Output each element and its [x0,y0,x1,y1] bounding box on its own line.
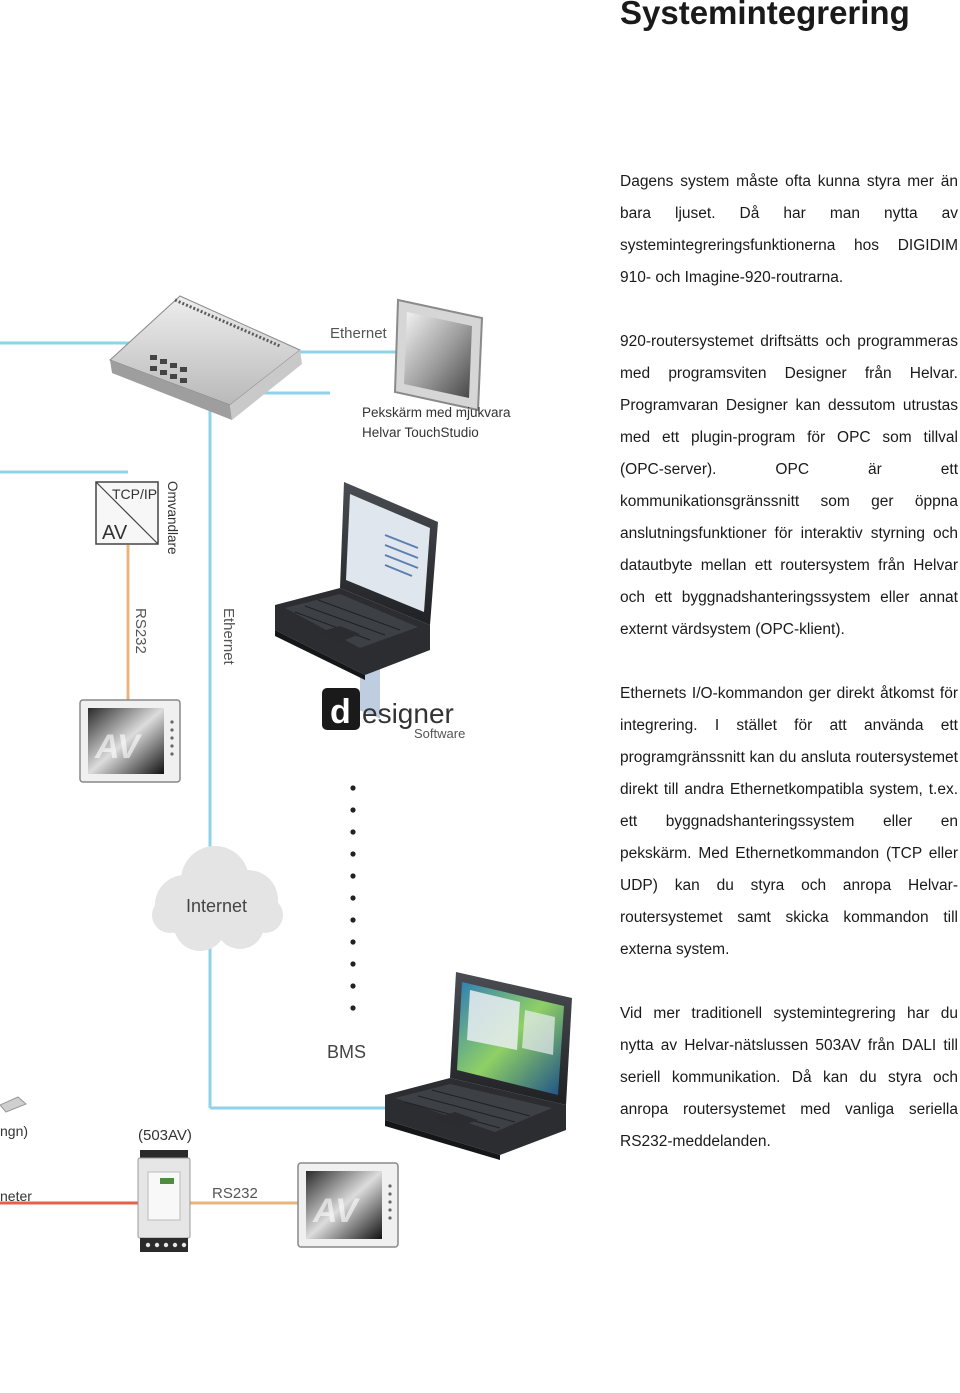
bms-label: BMS [327,1042,366,1062]
router-device [109,295,302,420]
ethernet-vertical-label: Ethernet [220,608,237,666]
laptop-designer [275,482,438,719]
internet-label: Internet [186,896,247,916]
av-panel-bottom: AV [297,1162,399,1248]
paragraph-intro: Dagens system måste ofta kunna styra mer… [620,173,958,286]
converter-box: TCP/IP AV [95,481,159,545]
ethernet-label-top: Ethernet [330,325,388,342]
designer-logo: d esigner Software [322,688,465,741]
paragraph-designer-opc: 920-routersystemet driftsätts och progra… [620,333,958,638]
gateway-label: (503AV) [138,1127,192,1144]
designer-logo-sub: Software [414,726,465,741]
rs232-bottom-label: RS232 [212,1185,258,1202]
converter-label: Omvandlare [165,481,180,555]
paragraph-ethernet-io: Ethernets I/O-kommandon ger direkt åtkom… [620,685,958,958]
designer-logo-word: esigner [362,698,454,729]
av-panel-text-bottom: AV [312,1192,361,1230]
body-text-column: Dagens system måste ofta kunna styra mer… [620,166,958,1190]
av-panel-top: AV [79,699,181,783]
touchscreen-caption-line1: Pekskärm med mjukvara [362,405,511,420]
left-cut-label-1: ngn) [0,1123,28,1139]
rs232-vertical-label: RS232 [132,608,149,654]
touchscreen-device [393,298,484,412]
designer-logo-letter: d [330,693,351,731]
av-panel-text-top: AV [94,728,143,766]
touchscreen-caption-line2: Helvar TouchStudio [362,425,479,440]
converter-tcpip: TCP/IP [112,486,157,502]
left-cut-label-2: neter [0,1188,32,1204]
converter-av: AV [102,522,128,544]
gateway-503av [137,1150,191,1252]
page-title: Systemintegrering [620,0,910,31]
left-cut-device [0,1096,27,1113]
system-integration-diagram: Ethernet Pekskärm med mjukvara Helvar To… [0,295,572,1252]
laptop-bms [385,972,572,1160]
dotted-connection [350,785,356,1011]
paragraph-503av: Vid mer traditionell systemintegrering h… [620,1005,958,1150]
internet-cloud [152,846,283,951]
